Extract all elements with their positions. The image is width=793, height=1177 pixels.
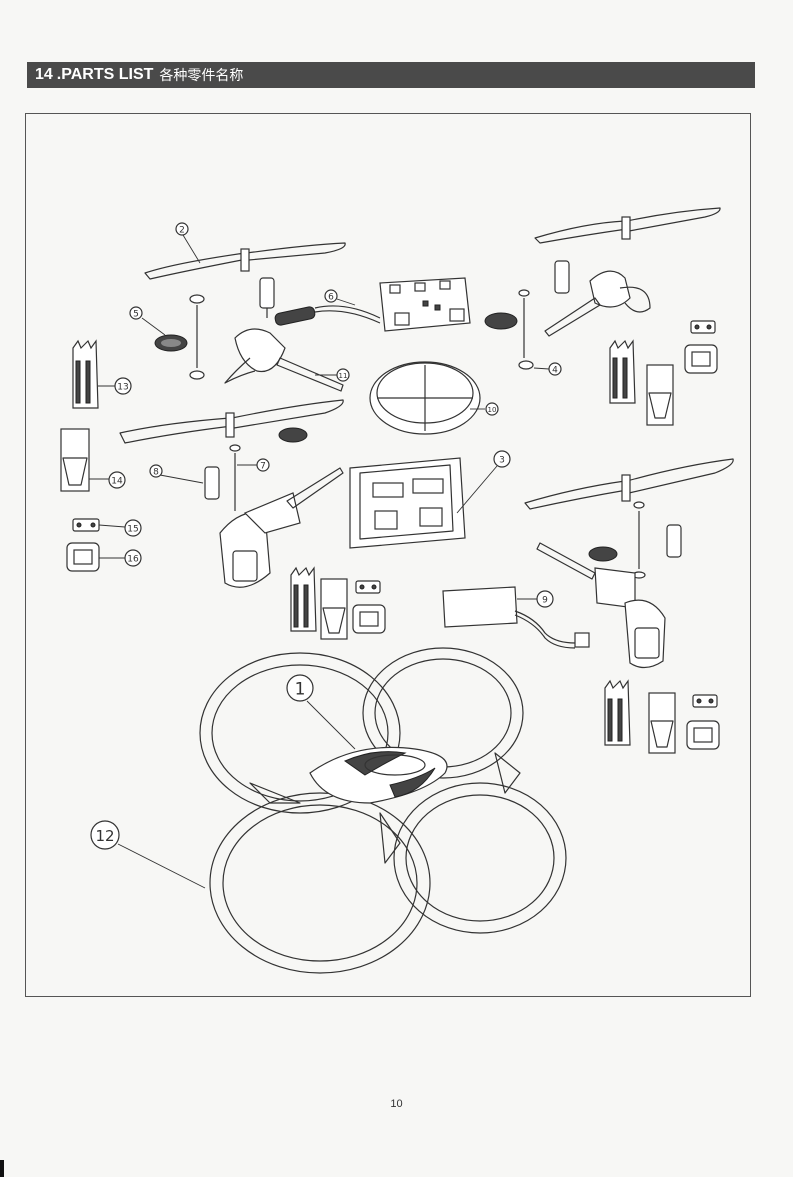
svg-text:3: 3 xyxy=(499,456,505,466)
battery-9 xyxy=(443,587,589,648)
landing-leg-right-bottom xyxy=(605,681,630,745)
section-title: .PARTS LIST xyxy=(57,66,154,84)
landing-foot-right-top xyxy=(647,365,673,425)
svg-text:15: 15 xyxy=(127,525,138,535)
scan-edge-mark xyxy=(0,1160,4,1177)
shaft-right-middle xyxy=(633,502,645,578)
propeller-middle-left xyxy=(120,400,343,443)
gear-right-of-board xyxy=(485,313,517,329)
chassis-3 xyxy=(350,458,465,548)
protective-hull-12 xyxy=(200,648,566,973)
landing-foot-center xyxy=(321,579,347,639)
wire-6 xyxy=(274,306,380,326)
clip-right-top xyxy=(691,321,715,333)
svg-text:5: 5 xyxy=(133,310,139,320)
gear-5 xyxy=(155,335,187,351)
svg-text:7: 7 xyxy=(260,462,266,472)
svg-text:1: 1 xyxy=(295,680,306,700)
motor-8 xyxy=(205,467,219,499)
propeller-middle-right xyxy=(525,459,733,509)
section-number: 14 xyxy=(35,66,53,84)
circuit-board xyxy=(380,278,470,331)
svg-text:14: 14 xyxy=(111,477,123,487)
motor-pod-middle-left xyxy=(220,468,343,587)
motor-arm-11 xyxy=(225,329,343,391)
motor-pod-right xyxy=(537,543,665,668)
clip-right-bottom xyxy=(693,695,717,707)
shaft-assembly-left xyxy=(190,295,204,379)
svg-text:13: 13 xyxy=(117,383,128,393)
motor-right-middle xyxy=(667,525,681,557)
svg-text:2: 2 xyxy=(179,226,185,236)
motor-top-right xyxy=(555,261,569,293)
frame-center xyxy=(353,605,385,633)
section-header: 14 .PARTS LIST 各种零件名称 xyxy=(27,62,755,88)
propeller-top-left xyxy=(145,243,345,279)
landing-leg-13 xyxy=(73,341,98,408)
motor-top-left xyxy=(260,278,274,318)
body-cover-1 xyxy=(310,747,447,803)
svg-text:8: 8 xyxy=(153,468,159,478)
svg-text:16: 16 xyxy=(127,555,139,565)
exploded-parts-diagram: 2 5 11 6 xyxy=(25,113,751,997)
svg-text:10: 10 xyxy=(488,406,497,414)
gear-right-middle xyxy=(589,547,617,561)
landing-leg-right-top xyxy=(610,341,635,403)
shaft-7 xyxy=(230,445,240,511)
propeller-top-right xyxy=(535,208,720,243)
section-title-chinese: 各种零件名称 xyxy=(159,65,243,85)
page-number: 10 xyxy=(0,1098,793,1110)
landing-foot-right-bottom xyxy=(649,693,675,753)
svg-text:11: 11 xyxy=(339,372,348,380)
clip-center xyxy=(356,581,380,593)
gear-middle-left xyxy=(279,428,307,442)
svg-text:4: 4 xyxy=(552,366,558,376)
svg-text:6: 6 xyxy=(328,293,334,303)
svg-text:12: 12 xyxy=(95,827,114,845)
landing-leg-center xyxy=(291,568,316,631)
svg-text:9: 9 xyxy=(542,596,548,606)
frame-right-top xyxy=(685,345,717,373)
landing-foot-14 xyxy=(61,429,89,491)
frame-16 xyxy=(67,543,99,571)
shaft-4 xyxy=(519,290,533,369)
clip-15 xyxy=(73,519,99,531)
motor-mount-ring-10 xyxy=(370,362,480,434)
frame-right-bottom xyxy=(687,721,719,749)
